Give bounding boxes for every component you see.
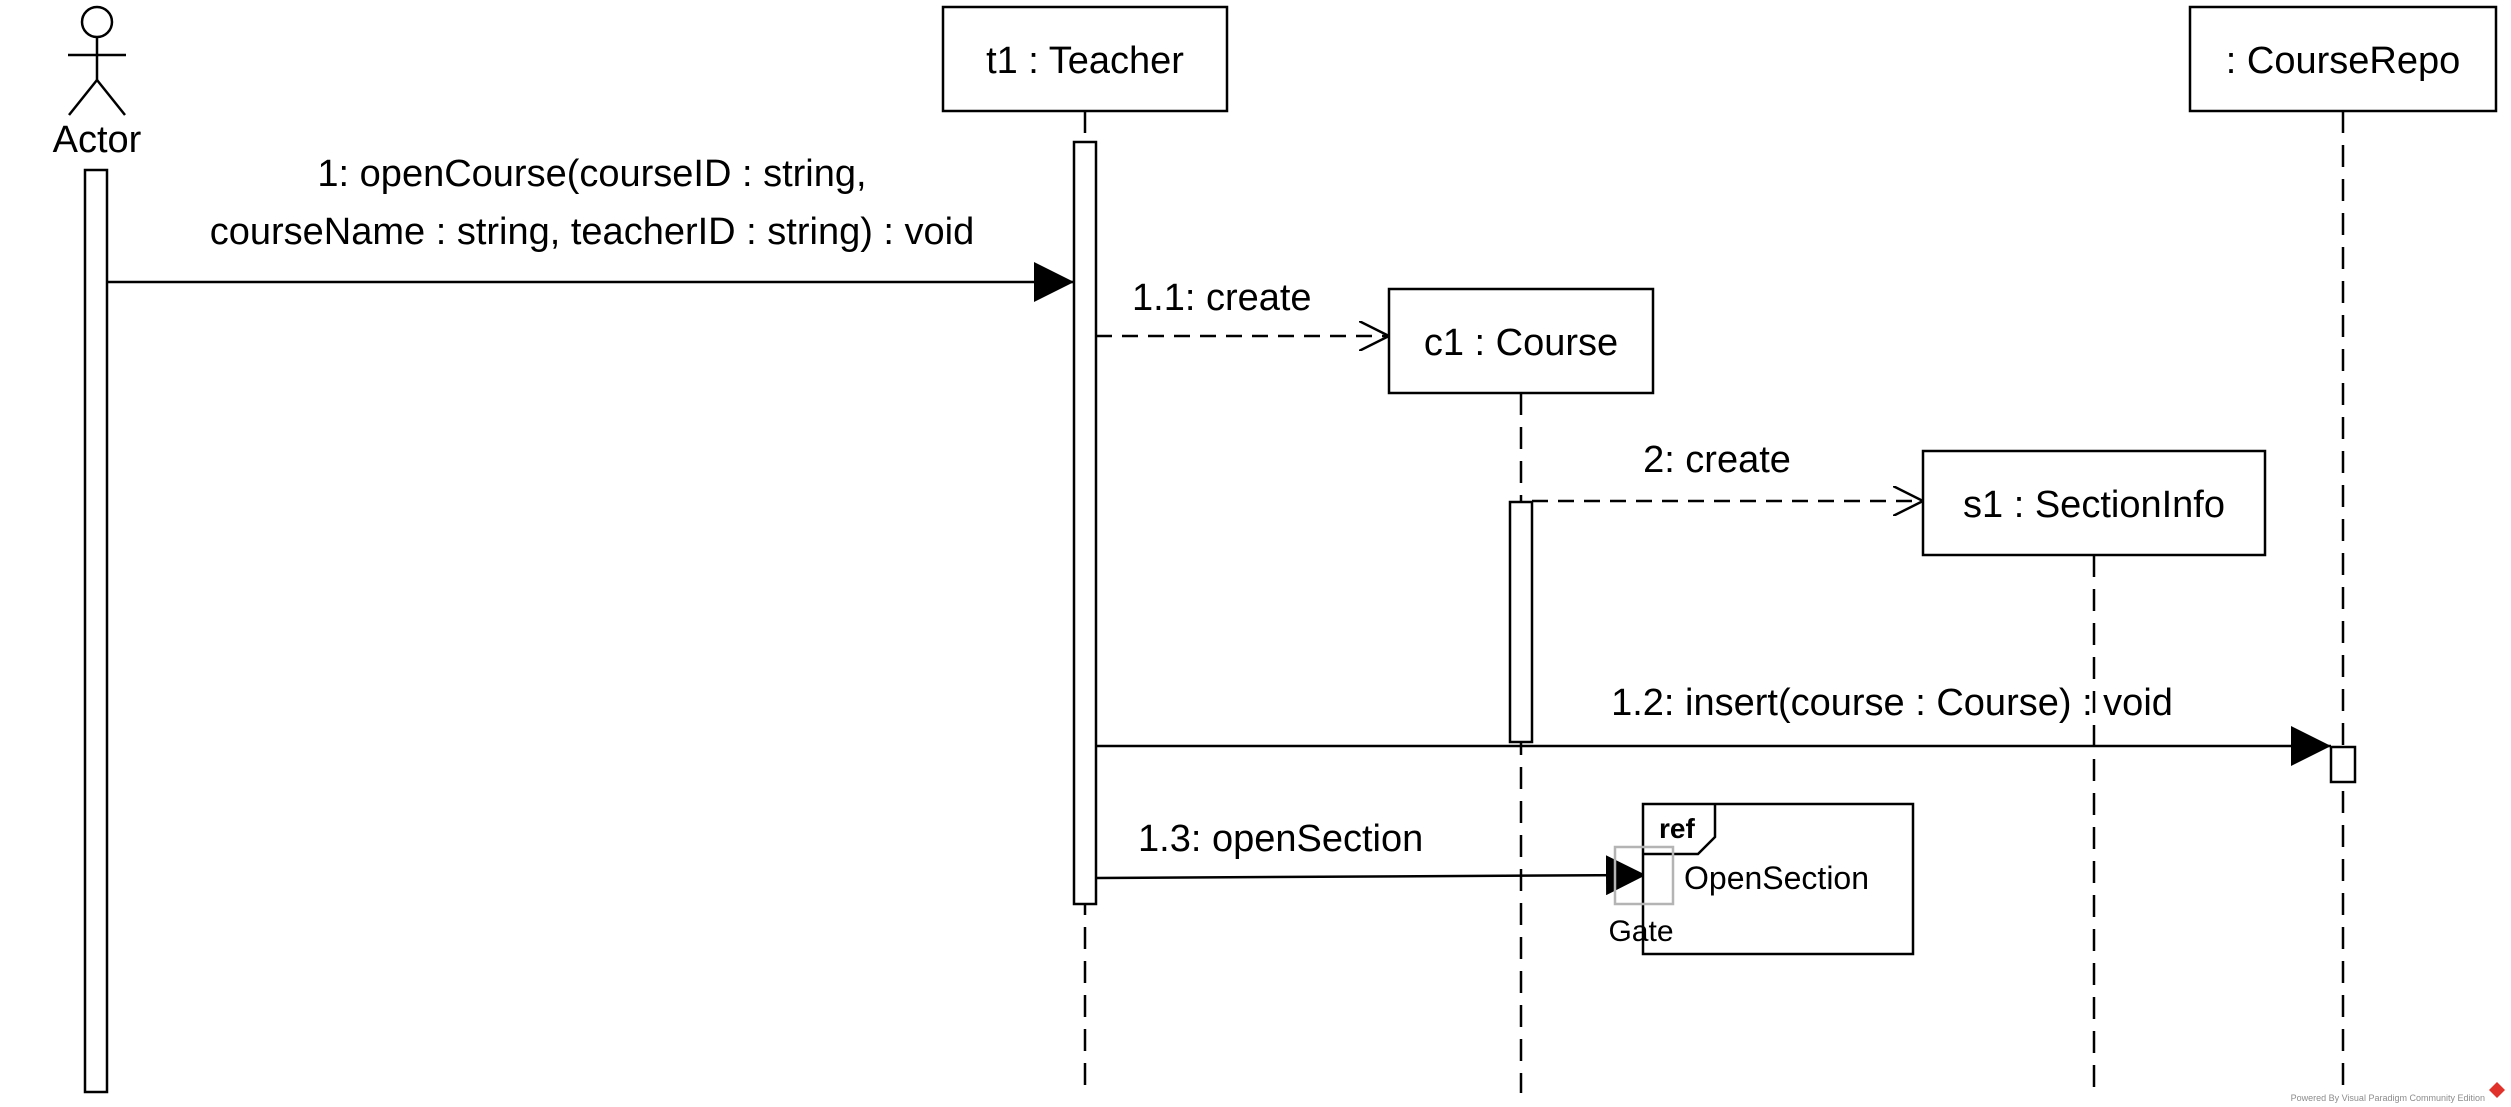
message-create-section-info-label: 2: create (1643, 439, 1791, 481)
teacher-activation-bar (1072, 140, 1098, 906)
ref-fragment-name: OpenSection (1684, 860, 1869, 896)
course-activation-bar (1508, 500, 1534, 744)
message-open-section-arrow (1095, 855, 1647, 896)
lifeline-course-repo-label: : CourseRepo (2226, 40, 2460, 82)
ref-fragment-open-section[interactable]: ref OpenSection Gate (1608, 802, 1915, 956)
actor-activation-bar (83, 168, 109, 1094)
gate-label: Gate (1608, 915, 1673, 948)
visual-paradigm-logo-icon (2489, 1082, 2505, 1098)
lifeline-teacher-label: t1 : Teacher (986, 40, 1184, 82)
lifeline-course-label: c1 : Course (1424, 322, 1618, 364)
lifeline-course-repo-head (2188, 5, 2498, 113)
ref-fragment-tag: ref (1659, 813, 1695, 844)
watermark-text: Powered By Visual Paradigm Community Edi… (2290, 1093, 2485, 1103)
lifeline-teacher-head (941, 5, 1229, 113)
lifeline-course[interactable]: c1 : Course (1387, 287, 1655, 1093)
message-open-course[interactable]: 1: openCourse(courseID : string, courseN… (107, 153, 1074, 302)
actor[interactable]: Actor (53, 5, 142, 1094)
message-create-section-info[interactable]: 2: create (1532, 439, 1923, 501)
gate-box (1613, 845, 1675, 906)
lifeline-course-repo[interactable]: : CourseRepo (2188, 5, 2498, 1093)
lifeline-section-info-label: s1 : SectionInfo (1963, 484, 2225, 526)
message-create-course[interactable]: 1.1: create (1096, 277, 1389, 336)
message-open-course-label-line1: 1: openCourse(courseID : string, (317, 153, 866, 195)
course-repo-activation-bar (2329, 745, 2357, 784)
actor-label: Actor (53, 119, 142, 161)
message-open-section[interactable]: 1.3: openSection (1095, 818, 1647, 896)
lifeline-section-info[interactable]: s1 : SectionInfo (1921, 449, 2267, 1093)
message-insert-label: 1.2: insert(course : Course) : void (1611, 682, 2173, 724)
actor-figure-icon (68, 5, 126, 116)
ref-fragment-tag-corner (1643, 804, 1717, 856)
message-create-course-label: 1.1: create (1132, 277, 1312, 319)
ref-fragment-frame (1641, 802, 1915, 956)
lifeline-section-info-head (1921, 449, 2267, 557)
message-open-course-label-line2: courseName : string, teacherID : string)… (210, 211, 975, 253)
lifeline-teacher[interactable]: t1 : Teacher (941, 5, 1229, 1093)
message-insert[interactable]: 1.2: insert(course : Course) : void (1096, 682, 2331, 766)
message-open-section-label: 1.3: openSection (1138, 818, 1423, 860)
